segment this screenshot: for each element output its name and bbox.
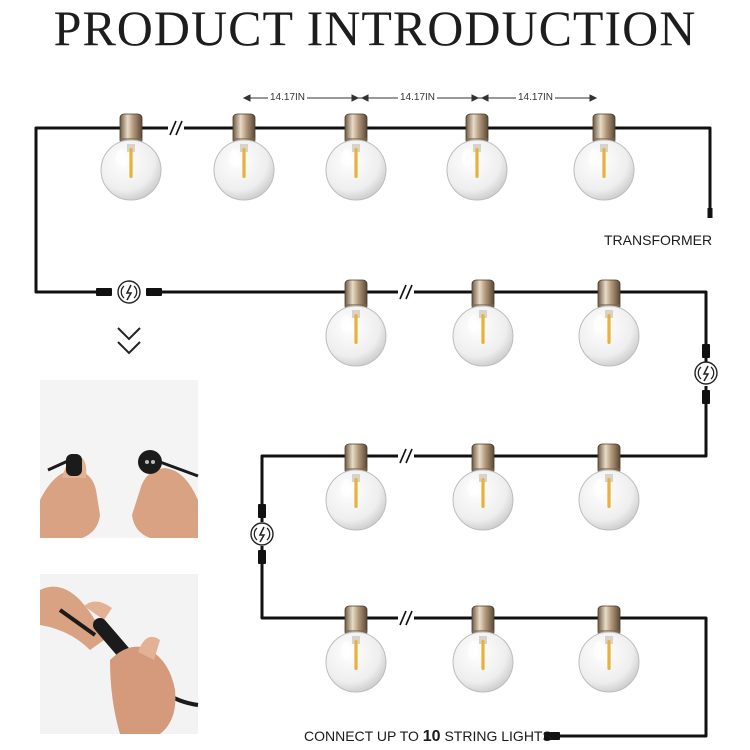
spacing-label: 14.17IN bbox=[398, 92, 438, 103]
spacing-label: 14.17IN bbox=[516, 92, 556, 103]
double-chevron-down-icon bbox=[117, 327, 141, 355]
transformer-label: TRANSFORMER bbox=[604, 232, 713, 248]
connect-label-count: 10 bbox=[422, 728, 441, 745]
connector-photo-joined bbox=[40, 574, 199, 734]
lightning-connector-icon bbox=[250, 522, 274, 546]
connect-label: CONNECT UP TO 10 STRING LIGHTS bbox=[304, 728, 552, 746]
connect-label-suffix: STRING LIGHTS bbox=[440, 728, 552, 744]
lightning-connector-icon bbox=[117, 280, 141, 304]
connector-plugs bbox=[96, 288, 710, 740]
connect-label-prefix: CONNECT UP TO bbox=[304, 728, 423, 744]
wire-break-icon bbox=[168, 120, 414, 626]
lightning-connector-icon bbox=[694, 361, 718, 385]
page-title: PRODUCT INTRODUCTION bbox=[53, 0, 697, 56]
spacing-label: 14.17IN bbox=[268, 92, 308, 103]
connector-photo-separated bbox=[40, 380, 199, 538]
